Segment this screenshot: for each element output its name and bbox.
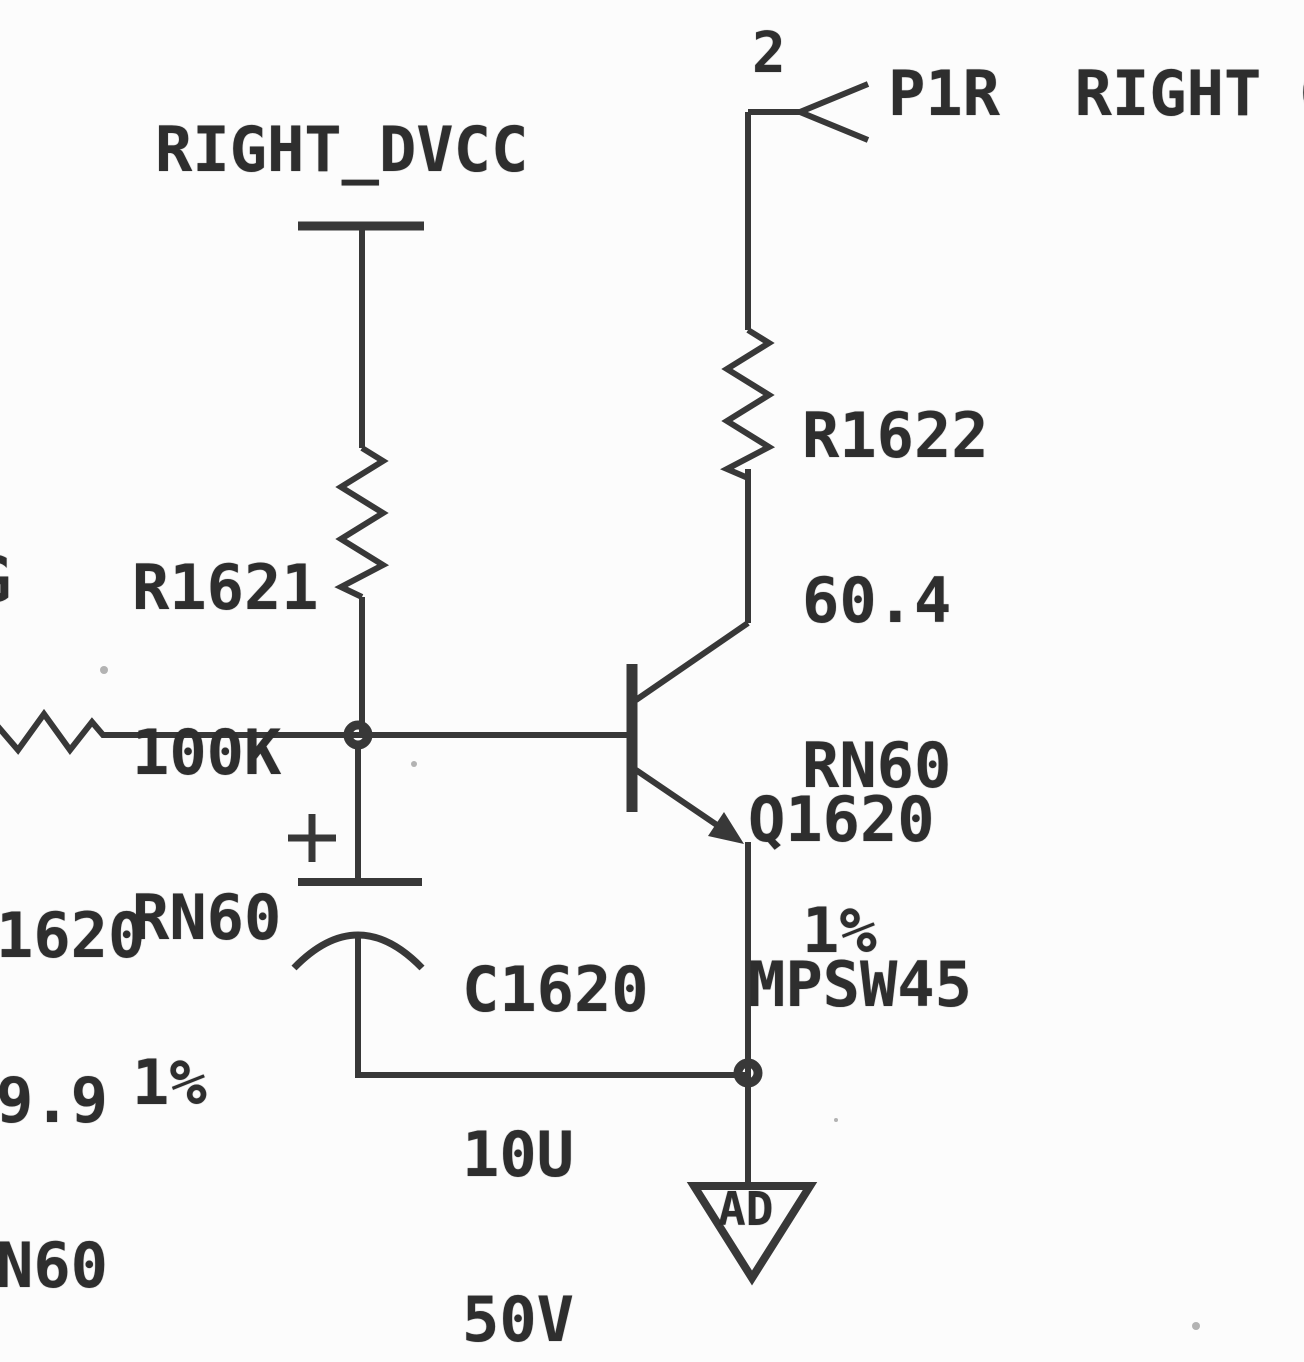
part-number: MPSW45 — [748, 948, 972, 1021]
label-block-r1621: R1621 100K RN60 1% — [132, 450, 319, 1220]
net-label-p1r-right: P1R RIGHT_C — [888, 66, 1304, 121]
voltage-rating: 50V — [462, 1283, 574, 1356]
ref-des: R1621 — [132, 551, 319, 624]
net-label-right-dvcc: RIGHT_DVCC — [155, 113, 529, 186]
junction-dot — [343, 720, 373, 750]
ref-des: R1622 — [802, 399, 989, 472]
label-block-r1620-clipped: 1620 9.9 N60 % — [0, 798, 145, 1362]
pin-number-label: 2 — [752, 21, 786, 86]
value: 60.4 — [802, 564, 952, 637]
value: 100K — [132, 716, 282, 789]
emitter-arrow — [708, 812, 744, 844]
plus-polarity-icon — [288, 814, 336, 862]
tolerance: 1% — [802, 894, 877, 967]
ground-net-label: AD — [718, 1182, 774, 1236]
value-fragment: 9.9 — [0, 1064, 108, 1137]
power-rail-symbol — [298, 221, 424, 448]
resistor-r1620-partial-symbol — [0, 708, 628, 755]
ref-des: Q1620 — [748, 783, 935, 856]
ground-symbol — [686, 1182, 818, 1286]
label-block-r1622: R1622 60.4 RN60 1% — [802, 298, 989, 1068]
label-block-q1620: Q1620 MPSW45 — [748, 682, 972, 1122]
connector-pin-symbol — [748, 81, 870, 143]
transistor-q1620-symbol — [626, 620, 751, 1188]
ref-des-fragment: 1620 — [0, 899, 146, 972]
value: 10U — [462, 1118, 574, 1191]
label-block-c1620: C1620 10U 50V — [462, 852, 649, 1362]
part-type-fragment: N60 — [0, 1229, 108, 1302]
tolerance: 1% — [132, 1046, 207, 1119]
edge-text-fragment: G — [0, 549, 11, 611]
resistor-r1621-symbol — [334, 445, 390, 737]
ref-des: C1620 — [462, 953, 649, 1026]
part-type: RN60 — [132, 881, 282, 954]
part-type: RN60 — [802, 729, 952, 802]
scan-speckles — [100, 666, 1200, 1330]
junction-dot — [733, 1058, 763, 1088]
resistor-r1622-symbol — [720, 112, 776, 623]
capacitor-c1620-symbol — [288, 742, 748, 1078]
